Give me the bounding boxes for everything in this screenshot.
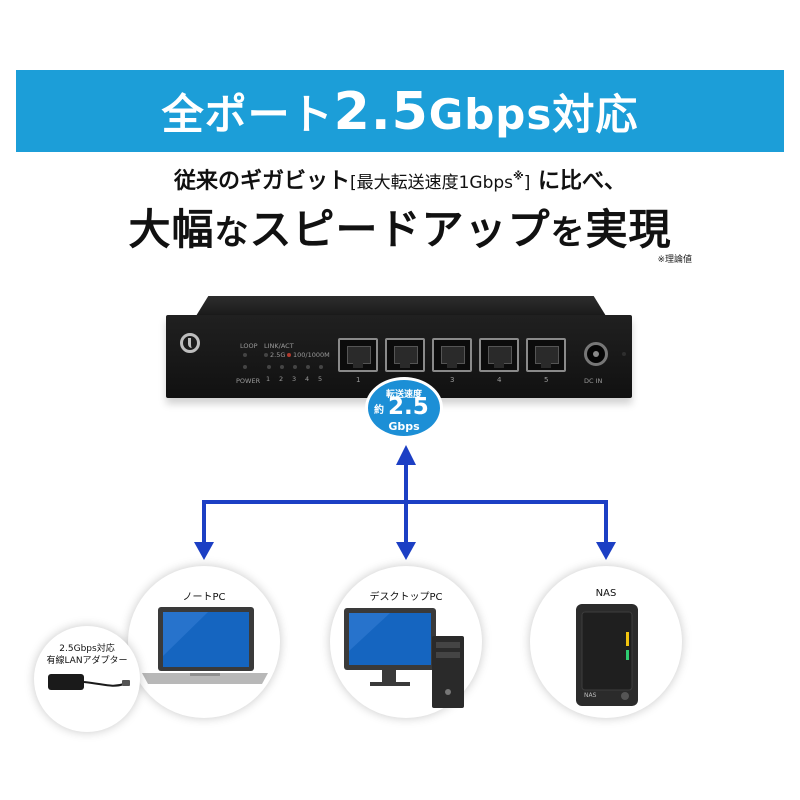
laptop-label: ノートPC: [182, 592, 226, 603]
adapter-label: 2.5Gbps対応 有線LANアダプター: [34, 643, 140, 667]
nas-circle: NAS NAS: [530, 566, 682, 718]
arrow-lines: [202, 462, 608, 545]
led-number-4: 4: [305, 375, 310, 383]
port-number-3: 3: [450, 376, 455, 384]
led-25g-label: 2.5G: [270, 351, 286, 359]
comparison-note-mark: ※: [513, 169, 524, 183]
loop-label: LOOP: [240, 342, 258, 350]
arrow-down-head-nas-icon: [596, 542, 616, 560]
port-number-5: 5: [544, 376, 549, 384]
port-led-5: [319, 365, 323, 369]
led-number-1: 1: [266, 375, 271, 383]
comparison-lead: 従来のギガビット: [173, 169, 350, 194]
badge-unit: Gbps: [388, 420, 420, 433]
port-led-2: [280, 365, 284, 369]
led-100-indicator: [287, 353, 291, 357]
port-led-4: [306, 365, 310, 369]
dc-in-label: DC IN: [584, 377, 603, 385]
led-number-5: 5: [318, 375, 323, 383]
nas-label: NAS: [595, 588, 617, 599]
adapter-label-line2: 有線LANアダプター: [46, 656, 128, 666]
link-act-label: LINK/ACT: [264, 342, 294, 350]
power-label: POWER: [236, 377, 261, 385]
led-25g-indicator: [264, 353, 268, 357]
comparison-tail: に比べ、: [530, 169, 627, 194]
port-number-4: 4: [497, 376, 502, 384]
desktop-circle: デスクトップPC: [330, 566, 482, 718]
banner-title-prefix: 全ポート: [161, 89, 334, 139]
adapter-label-line1: 2.5Gbps対応: [59, 644, 115, 654]
port-number-1: 1: [356, 376, 361, 384]
banner-title-speed: 2.5: [333, 81, 429, 142]
comparison-bracket-close: ]: [523, 173, 531, 193]
switch-top-panel: [196, 296, 606, 316]
loop-led: [243, 353, 247, 357]
headline-part4: を: [550, 213, 586, 253]
lan-adapter-icon: [48, 674, 130, 690]
led-100-label: 100/1000M: [293, 351, 330, 359]
nas-icon: [576, 604, 638, 706]
headline: 大幅なスピードアップを実現: [0, 196, 800, 257]
desktop-label: デスクトップPC: [369, 592, 443, 603]
headline-part3: スピードアップ: [249, 205, 551, 254]
desktop-pc-icon: [344, 608, 464, 708]
comparison-bracket: [最大転送速度1Gbps: [349, 173, 514, 193]
speed-badge: 転送速度 約 2.5 Gbps: [365, 377, 443, 439]
banner-title-suffix: Gbps対応: [428, 89, 639, 139]
laptop-icon: [142, 607, 268, 684]
port-led-1: [267, 365, 271, 369]
footnote: ※理論値: [657, 255, 692, 265]
ethernet-port-1: [338, 338, 378, 372]
headline-part2: な: [214, 213, 250, 253]
led-number-3: 3: [292, 375, 297, 383]
ethernet-port-4: [479, 338, 519, 372]
screw-hole-icon: [622, 352, 626, 356]
ethernet-port-5: [526, 338, 566, 372]
laptop-circle: ノートPC: [128, 566, 280, 718]
arrow-up-head-icon: [396, 445, 416, 465]
port-led-3: [293, 365, 297, 369]
comparison-line: 従来のギガビット[最大転送速度1Gbps※] に比べ、: [0, 163, 800, 195]
nas-tag: NAS: [584, 692, 597, 699]
arrow-down-head-desktop-icon: [396, 542, 416, 560]
title-banner: 全ポート2.5Gbps対応: [16, 70, 784, 152]
headline-part5: 実現: [585, 205, 672, 254]
power-led: [243, 365, 247, 369]
adapter-circle: 2.5Gbps対応 有線LANアダプター: [34, 626, 140, 732]
banner-title: 全ポート2.5Gbps対応: [162, 81, 639, 142]
led-number-2: 2: [279, 375, 284, 383]
badge-approx: 約: [374, 405, 384, 416]
badge-speed: 2.5: [388, 394, 429, 420]
headline-part1: 大幅: [128, 205, 215, 254]
ethernet-port-3: [432, 338, 472, 372]
brand-logo-icon: [180, 333, 200, 353]
ethernet-port-2: [385, 338, 425, 372]
arrow-down-head-laptop-icon: [194, 542, 214, 560]
badge-transfer-label: 転送速度: [385, 390, 422, 400]
dc-in-jack: [584, 342, 608, 366]
